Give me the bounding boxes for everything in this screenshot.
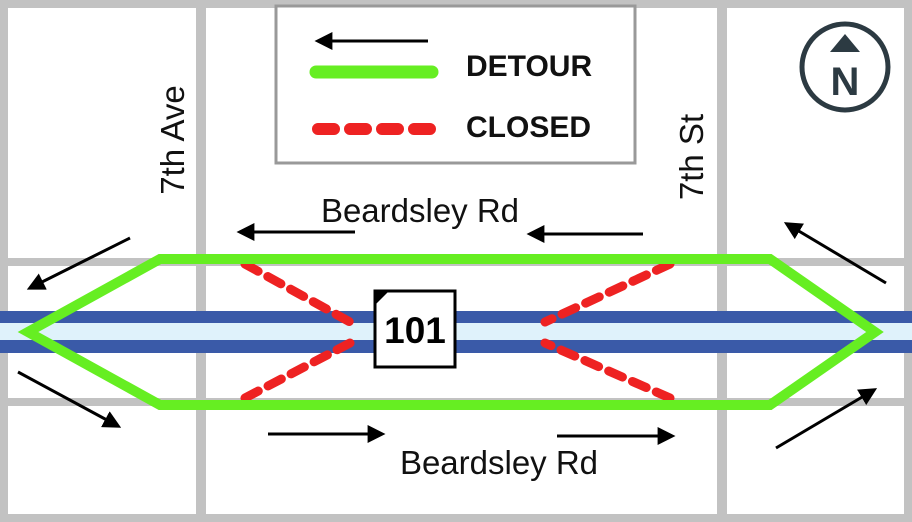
route-shield: 101	[373, 289, 457, 369]
route-number: 101	[384, 310, 446, 351]
closed-ramp-ne	[540, 259, 675, 327]
closed-ramps	[240, 259, 675, 403]
legend-closed-label: CLOSED	[466, 111, 591, 144]
label-7th-ave: 7th Ave	[154, 85, 191, 195]
traffic-arrows	[17, 222, 887, 450]
shield-corner	[376, 292, 388, 304]
legend: DETOUR CLOSED	[274, 4, 637, 165]
legend-box	[274, 4, 637, 165]
legend-detour-label: DETOUR	[466, 50, 592, 83]
detour-route	[17, 254, 884, 410]
closed-ramp-sw	[240, 338, 355, 403]
closed-ramp-se	[540, 338, 675, 403]
north-arrow-icon: N	[799, 21, 891, 113]
label-7th-st: 7th St	[673, 114, 710, 200]
label-beardsley-north: Beardsley Rd	[321, 192, 519, 229]
closed-ramp-nw	[240, 259, 355, 327]
arrow-exit-west	[26, 236, 131, 290]
north-badge-ring	[799, 21, 891, 113]
shield-border	[373, 289, 457, 369]
north-letter: N	[831, 60, 860, 104]
arrow-exit-east	[783, 222, 887, 285]
north-pointer	[830, 34, 860, 52]
arrow-enter-east	[775, 388, 878, 450]
arrow-enter-west	[17, 370, 122, 428]
label-beardsley-south: Beardsley Rd	[400, 444, 598, 481]
